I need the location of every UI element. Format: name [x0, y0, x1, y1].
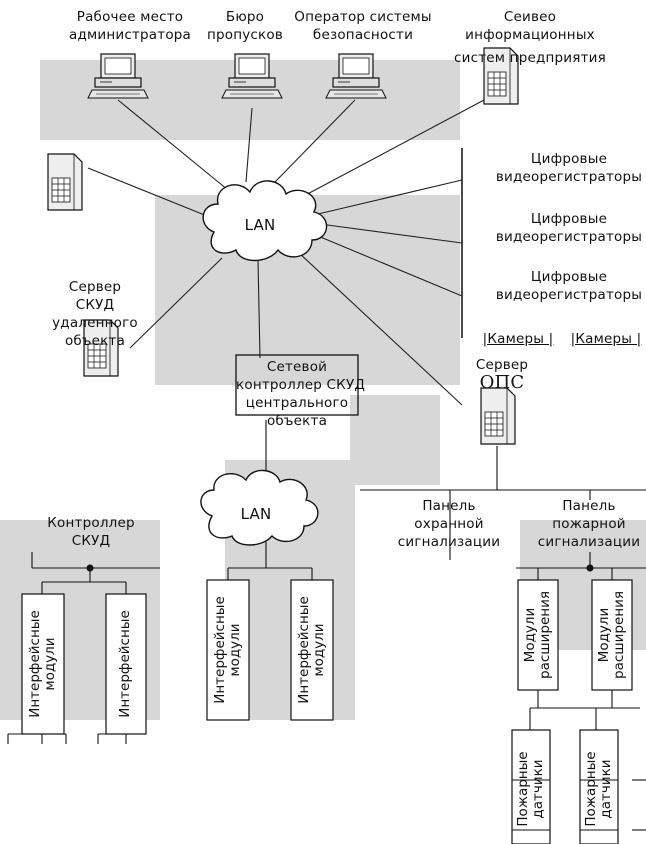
label-pass-bureau: Бюро пропусков [200, 8, 290, 44]
network-controller-box [235, 354, 359, 416]
label-line: датчики [530, 759, 546, 819]
label-lan-central: LAN [240, 505, 272, 523]
fire-sensor-box [511, 729, 551, 844]
label-line: Оператор системы [294, 9, 432, 25]
label-line: информационных [465, 27, 595, 43]
label-cameras-2: |Камеры | [570, 331, 642, 347]
label-line: Панель [562, 498, 616, 514]
label-network-controller: Сетевой контроллер СКУД центрального объ… [236, 358, 366, 430]
label-cameras-1: |Камеры | [482, 331, 554, 347]
fire-sensors-label: Пожарные датчики [515, 744, 546, 834]
label-line: датчики [598, 759, 614, 819]
label-line: Интерфейсные [296, 596, 312, 704]
label-line: Сеивео [503, 9, 557, 25]
fire-panel-links [516, 552, 646, 730]
label-enterprise-server: Сеивео информационных систем предприятия [440, 8, 620, 67]
label-dvr-1: Цифровые видеорегистраторы [494, 150, 644, 186]
label-line: расширения [537, 591, 553, 679]
expansion-modules-label: Модули расширения [522, 585, 553, 685]
expansion-module-box [591, 579, 633, 691]
module-stubs [7, 733, 146, 744]
label-line: администратора [68, 27, 192, 43]
label-line: Цифровые [530, 151, 608, 167]
skud-controller-links [31, 552, 160, 594]
label-line: систем предприятия [454, 50, 606, 66]
label-line: СКУД [71, 533, 111, 549]
label-intruder-panel: Панель охранной сигнализации [390, 497, 508, 551]
interface-module-box [105, 593, 147, 735]
label-line: Сетевой [266, 359, 328, 375]
label-remote-skud-server: Сервер СКУД удаленного объекта [40, 278, 150, 350]
label-line: видеорегистраторы [495, 229, 643, 245]
label-line: Пожарные [583, 751, 599, 827]
label-line: Панель [422, 498, 476, 514]
label-skud-controller: Контроллер СКУД [36, 514, 146, 550]
label-line: центрального [245, 395, 349, 411]
label-line: Интерфейсные [117, 610, 133, 718]
fire-sensors-label: Пожарные датчики [583, 744, 614, 834]
label-line: Сервер [68, 279, 122, 295]
label-line: контроллер СКУД [236, 377, 366, 393]
central-lan-links [227, 542, 313, 580]
junction-dot [586, 564, 594, 572]
lan-cloud-main [202, 180, 328, 262]
label-line: СКУД [75, 297, 115, 313]
label-line: Цифровые [530, 211, 608, 227]
label-line: Пожарные [515, 751, 531, 827]
interface-module-box [290, 579, 334, 721]
label-admin-workstation: Рабочее место администратора [50, 8, 210, 44]
label-dvr-2: Цифровые видеорегистраторы [494, 210, 644, 246]
label-line: удаленного [52, 315, 138, 331]
lan-cloud-central [200, 469, 319, 546]
label-line: Бюро [225, 9, 265, 25]
ops-links [360, 446, 646, 560]
label-line: Интерфейсные [212, 596, 228, 704]
label-line: модули [42, 637, 58, 691]
label-line: видеорегистраторы [495, 169, 643, 185]
label-line: Контроллер [47, 515, 135, 531]
interface-modules-label: Интерфейсные модули [296, 580, 327, 720]
interface-module-box [21, 593, 65, 735]
label-line: Сервер [475, 357, 529, 373]
label-line: Модули [596, 607, 612, 663]
label-ops-server: Сервер ОПС [472, 356, 532, 392]
interface-modules-label: Интерфейсные модули [212, 580, 243, 720]
label-line: модули [227, 623, 243, 677]
main-lan-links [87, 99, 485, 406]
label-dvr-3: Цифровые видеорегистраторы [494, 268, 644, 304]
label-line: Рабочее место [76, 9, 184, 25]
label-line: пропусков [206, 27, 284, 43]
label-line: сигнализации [397, 534, 501, 550]
server-icon-left [47, 153, 83, 211]
interface-module-box [206, 579, 250, 721]
label-line: охранной [414, 516, 484, 532]
label-line: объекта [266, 413, 328, 429]
fire-sensor-box [579, 729, 619, 844]
label-line: Модули [522, 607, 538, 663]
sensor-ticks [512, 779, 646, 831]
label-line: ОПС [479, 372, 525, 393]
expansion-modules-label: Модули расширения [596, 585, 627, 685]
junction-dot [86, 564, 94, 572]
label-line: объекта [64, 333, 126, 349]
label-line: видеорегистраторы [495, 287, 643, 303]
interface-modules-label: Интерфейсные модули [27, 594, 58, 734]
expansion-module-box [517, 579, 559, 691]
label-line: безопасности [312, 27, 414, 43]
ops-server-icon [480, 387, 516, 445]
label-lan-main: LAN [244, 216, 276, 234]
label-line: расширения [611, 591, 627, 679]
label-line: модули [311, 623, 327, 677]
label-line: сигнализации [537, 534, 641, 550]
label-security-operator: Оператор системы безопасности [288, 8, 438, 44]
interface-modules-cut-label: Интерфейсные [117, 594, 134, 734]
label-line: Цифровые [530, 269, 608, 285]
label-line: пожарной [552, 516, 626, 532]
label-fire-panel: Панель пожарной сигнализации [532, 497, 646, 551]
label-line: Интерфейсные [27, 610, 43, 718]
